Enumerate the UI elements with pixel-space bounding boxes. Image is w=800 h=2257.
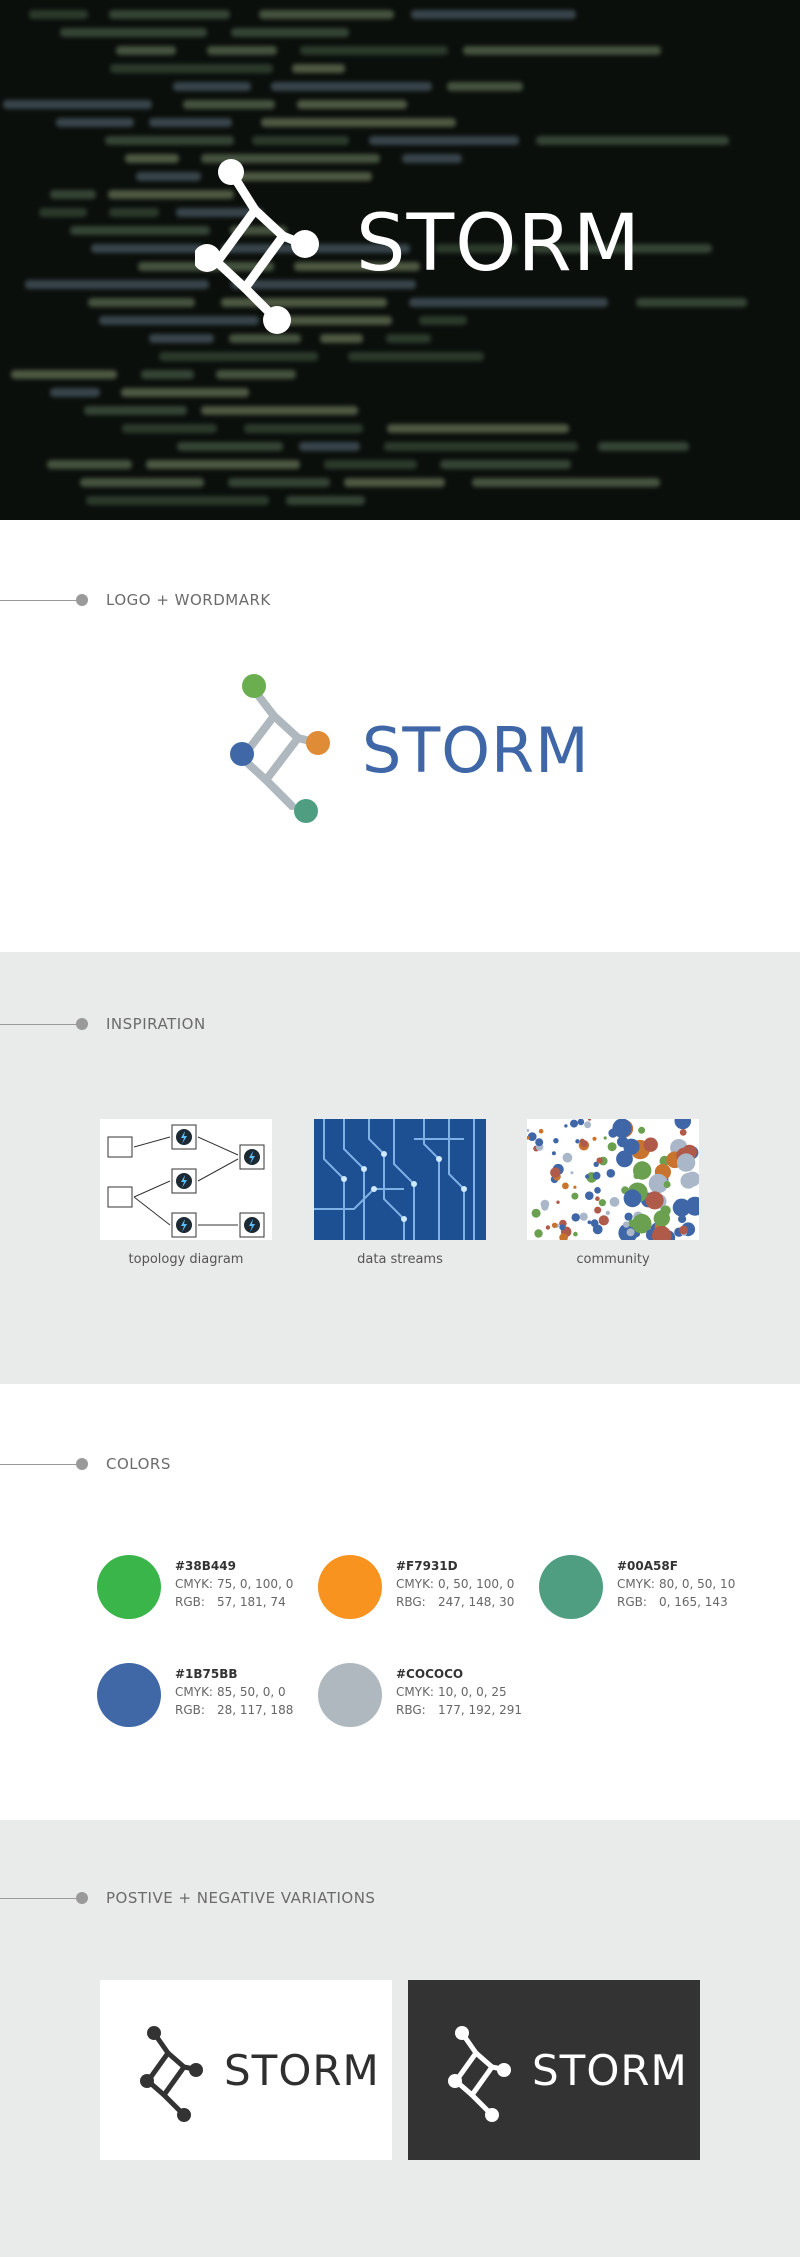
- swatch-circle: [97, 1663, 161, 1727]
- swatch-circle: [97, 1555, 161, 1619]
- color-swatch-blue: #1B75BB CMYK: 85, 50, 0, 0 RGB: 28, 117, 1…: [97, 1663, 293, 1727]
- rgb-value: 57, 181, 74: [217, 1595, 286, 1609]
- swatch-circle: [539, 1555, 603, 1619]
- cmyk-value: 10, 0, 0, 25: [438, 1685, 507, 1699]
- cmyk-label: CMYK:: [617, 1577, 655, 1591]
- rgb-label: RGB:: [175, 1703, 205, 1717]
- hero-banner: STORM: [0, 0, 800, 520]
- section-title: INSPIRATION: [106, 1015, 206, 1033]
- variations-section: POSTIVE + NEGATIVE VARIATIONS STORM: [0, 1820, 800, 2257]
- cmyk-label: CMYK:: [396, 1577, 434, 1591]
- inspiration-card-streams: data streams: [314, 1119, 486, 1267]
- color-swatch-green: #38B449 CMYK: 75, 0, 100, 0 RGB: 57, 181, …: [97, 1555, 293, 1619]
- swatch-hex: #1B75BB: [175, 1667, 238, 1681]
- swatch-hex: #00A58F: [617, 1559, 678, 1573]
- colors-section: COLORS #38B449 CMYK: 75, 0, 100, 0 RGB: 57…: [0, 1384, 800, 1820]
- rgb-label: RGB:: [617, 1595, 647, 1609]
- swatch-circle: [318, 1555, 382, 1619]
- inspiration-card-topology: topology diagram: [100, 1119, 272, 1267]
- community-image: [527, 1119, 699, 1240]
- inspiration-caption: topology diagram: [128, 1252, 244, 1267]
- section-heading: POSTIVE + NEGATIVE VARIATIONS: [0, 1888, 375, 1908]
- section-heading: LOGO + WORDMARK: [0, 590, 271, 610]
- swatch-hex: #38B449: [175, 1559, 236, 1573]
- rgb-label: RBG:: [396, 1703, 426, 1717]
- rgb-value: 28, 117, 188: [217, 1703, 294, 1717]
- inspiration-caption: data streams: [357, 1252, 443, 1267]
- color-logo-icon: [230, 674, 330, 823]
- cmyk-value: 75, 0, 100, 0: [217, 1577, 294, 1591]
- rgb-value: 177, 192, 291: [438, 1703, 522, 1717]
- logo-wordmark-section: LOGO + WORDMARK STORM: [0, 520, 800, 952]
- rgb-label: RGB:: [175, 1595, 205, 1609]
- rgb-value: 0, 165, 143: [659, 1595, 728, 1609]
- cmyk-label: CMYK:: [396, 1685, 434, 1699]
- cmyk-value: 80, 0, 50, 10: [659, 1577, 736, 1591]
- color-wordmark: STORM: [362, 714, 590, 787]
- section-heading: INSPIRATION: [0, 1014, 206, 1034]
- topology-diagram-image: [100, 1119, 272, 1240]
- dark-logo-icon: [140, 2026, 203, 2122]
- negative-variation-panel: STORM: [408, 1980, 700, 2160]
- cmyk-label: CMYK:: [175, 1577, 213, 1591]
- section-title: COLORS: [106, 1455, 171, 1473]
- hero-wordmark: STORM: [356, 199, 642, 289]
- negative-wordmark: STORM: [532, 2046, 688, 2095]
- positive-wordmark: STORM: [224, 2046, 380, 2095]
- section-heading: COLORS: [0, 1454, 171, 1474]
- rgb-value: 247, 148, 30: [438, 1595, 515, 1609]
- swatch-hex: #COCOCO: [396, 1667, 464, 1681]
- inspiration-caption: community: [576, 1252, 650, 1267]
- color-swatch-teal: #00A58F CMYK: 80, 0, 50, 10 RGB: 0, 165, 1…: [539, 1555, 735, 1619]
- swatch-circle: [318, 1663, 382, 1727]
- inspiration-card-community: community: [527, 1119, 699, 1267]
- positive-variation-panel: STORM: [100, 1980, 392, 2160]
- rgb-label: RBG:: [396, 1595, 426, 1609]
- section-title: LOGO + WORDMARK: [106, 591, 271, 609]
- swatch-hex: #F7931D: [396, 1559, 458, 1573]
- section-title: POSTIVE + NEGATIVE VARIATIONS: [106, 1889, 376, 1907]
- inspiration-section: INSPIRATION: [0, 952, 800, 1384]
- light-logo-icon: [448, 2026, 511, 2122]
- cmyk-label: CMYK:: [175, 1685, 213, 1699]
- cmyk-value: 0, 50, 100, 0: [438, 1577, 515, 1591]
- data-streams-image: [314, 1119, 486, 1240]
- storm-logo-icon: [195, 159, 319, 334]
- color-swatch-grey: #COCOCO CMYK: 10, 0, 0, 25 RBG: 177, 192, …: [318, 1663, 522, 1727]
- color-swatch-orange: #F7931D CMYK: 0, 50, 100, 0 RBG: 247, 148,…: [318, 1555, 514, 1619]
- cmyk-value: 85, 50, 0, 0: [217, 1685, 286, 1699]
